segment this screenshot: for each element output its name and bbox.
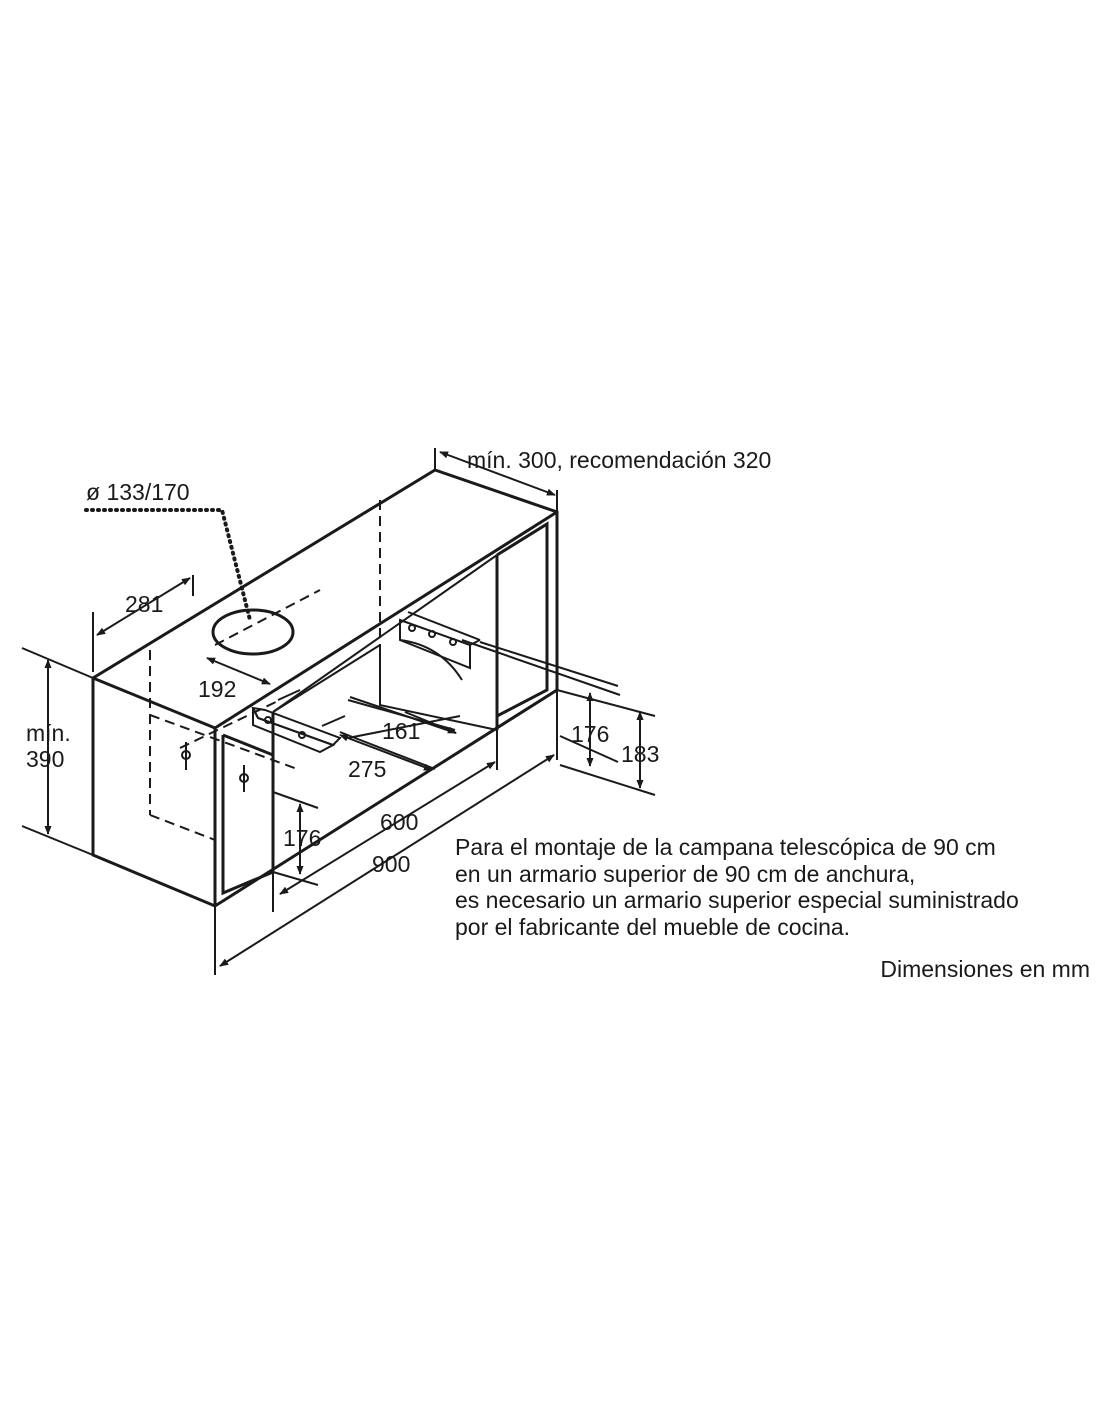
- installation-note: Para el montaje de la campana telescópic…: [455, 834, 1095, 940]
- outer-width-label: 900: [372, 851, 410, 877]
- height-min-label-line1: mín.: [26, 720, 71, 746]
- inner-width-label: 600: [380, 809, 418, 835]
- bracket-height-left-label: 176: [283, 825, 321, 851]
- duct-offset-front-label: 192: [198, 676, 236, 702]
- hidden-lines: [149, 500, 381, 841]
- mounting-bracket-left: [181, 689, 346, 792]
- note-line: por el fabricante del mueble de cocina.: [455, 913, 851, 940]
- duct-opening: [84, 508, 321, 656]
- dimension-lines: [21, 448, 656, 975]
- units-label: Dimensiones en mm: [880, 956, 1090, 982]
- bracket-height-total-label: 183: [621, 741, 659, 767]
- duct-offset-side-label: 281: [125, 591, 163, 617]
- duct-diameter-label: ø 133/170: [86, 479, 190, 505]
- depth-min-label: mín. 300, recomendación 320: [467, 447, 771, 473]
- note-line: en un armario superior de 90 cm de anchu…: [455, 860, 916, 887]
- mounting-bracket-right: [399, 611, 481, 681]
- note-line: es necesario un armario superior especia…: [455, 887, 1019, 913]
- bracket-height-right-label: 176: [571, 721, 609, 747]
- note-line: Para el montaje de la campana telescópic…: [455, 834, 996, 860]
- bracket-spacing-outer-label: 275: [348, 756, 386, 782]
- bracket-spacing-inner-label: 161: [382, 718, 420, 744]
- height-min-label-line2: 390: [26, 746, 64, 772]
